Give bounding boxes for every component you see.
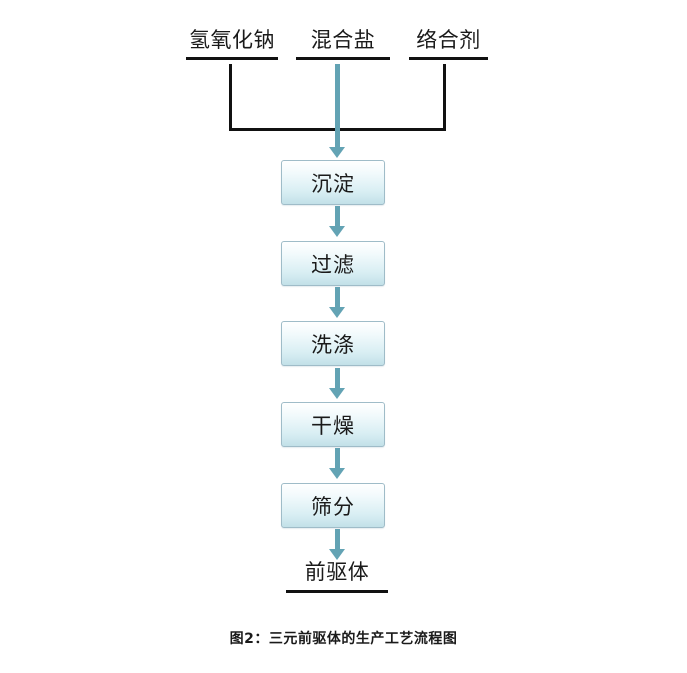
arrow-filtration-to-washing-line [335,287,340,309]
input-label-naoh-text: 氢氧化钠 [189,28,275,52]
input-label-chelator: 络合剂 [409,30,488,60]
arrow-washing-to-drying-head [329,388,345,399]
input-label-naoh: 氢氧化钠 [186,30,278,60]
arrow-drying-to-sieving-line [335,448,340,470]
process-box-drying-label: 干燥 [311,413,355,438]
input-underline-mixed-salt [296,57,390,60]
process-box-precipitation[interactable]: 沉淀 [281,160,385,205]
arrow-precipitation-to-filtration-line [335,206,340,228]
input-underline-chelator [409,57,488,60]
input-label-mixed-salt-text: 混合盐 [310,28,376,52]
arrow-feed-line [335,64,340,149]
arrow-sieving-to-precursor-head [329,549,345,560]
process-box-filtration[interactable]: 过滤 [281,241,385,286]
process-box-sieving[interactable]: 筛分 [281,483,385,528]
input-label-chelator-text: 络合剂 [416,28,481,52]
process-box-filtration-label: 过滤 [311,252,355,277]
arrow-precipitation-to-filtration-head [329,226,345,237]
output-label-precursor: 前驱体 [286,562,388,593]
input-underline-naoh [186,57,278,60]
arrow-washing-to-drying-line [335,368,340,390]
output-underline-precursor [286,590,388,593]
figure-caption: 图2：三元前驱体的生产工艺流程图 [229,631,458,647]
process-box-sieving-label: 筛分 [311,494,355,519]
arrow-sieving-to-precursor-line [335,529,340,551]
process-box-washing[interactable]: 洗涤 [281,321,385,366]
connector-chelator-drop [443,64,446,131]
arrow-drying-to-sieving-head [329,468,345,479]
process-box-drying[interactable]: 干燥 [281,402,385,447]
process-box-precipitation-label: 沉淀 [311,171,355,196]
arrow-filtration-to-washing-head [329,307,345,318]
process-box-washing-label: 洗涤 [311,332,355,357]
input-label-mixed-salt: 混合盐 [296,30,390,60]
connector-naoh-drop [229,64,232,131]
output-label-precursor-text: 前驱体 [304,560,370,584]
arrow-feed-head [329,147,345,158]
